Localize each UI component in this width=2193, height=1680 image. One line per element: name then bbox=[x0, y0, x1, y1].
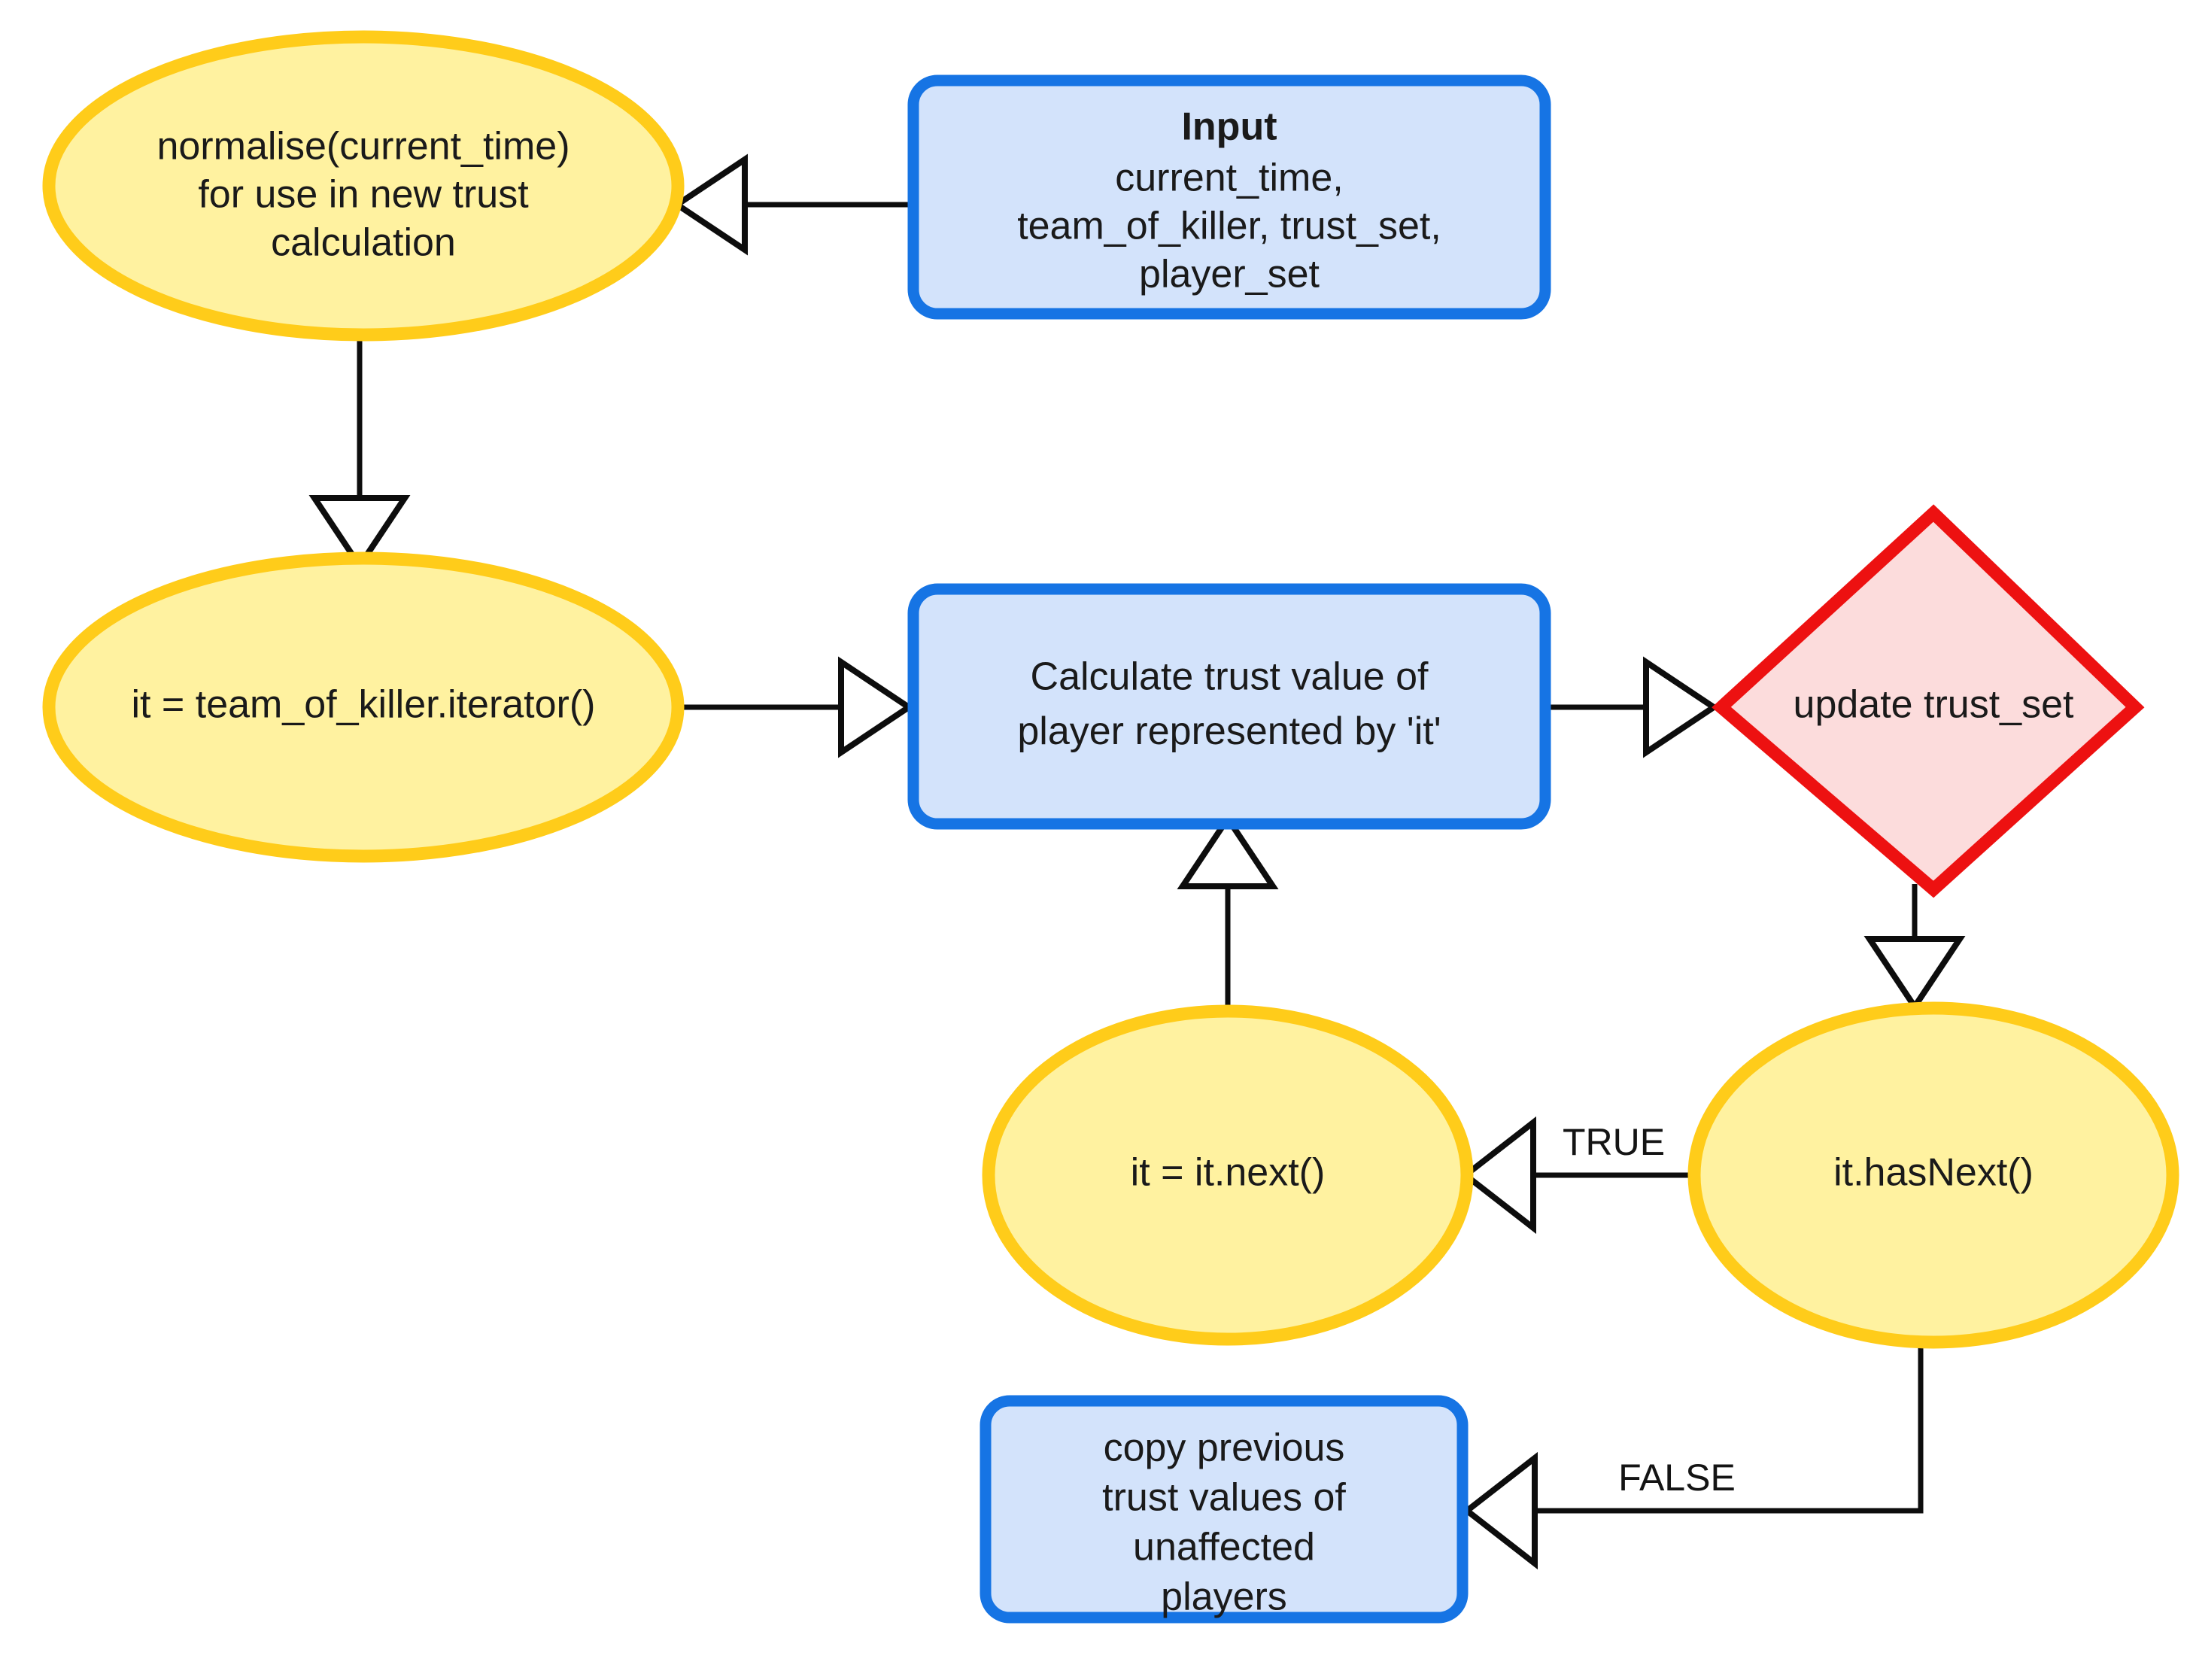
node-iterator-line-0: it = team_of_killer.iterator() bbox=[131, 683, 595, 727]
node-calculate-line-0: Calculate trust value of bbox=[1031, 655, 1429, 699]
edge-input-to-normalise bbox=[671, 153, 912, 256]
node-normalise[interactable]: normalise(current_time) for use in new t… bbox=[42, 30, 685, 342]
node-update-trust-set-line-0: update trust_set bbox=[1794, 683, 2074, 727]
node-normalise-line-2: calculation bbox=[271, 221, 456, 265]
node-calculate-emphasis: 'it' bbox=[1407, 709, 1441, 753]
node-input-line-2: player_set bbox=[1139, 253, 1320, 296]
node-it-has-next[interactable]: it.hasNext() bbox=[1687, 1001, 2179, 1349]
node-it-next[interactable]: it = it.next() bbox=[982, 1004, 1474, 1346]
node-input[interactable]: Input current_time, team_of_killer, trus… bbox=[907, 74, 1551, 320]
node-normalise-line-0: normalise(current_time) bbox=[156, 125, 570, 169]
edge-normalise-to-iterator bbox=[308, 336, 411, 572]
node-copy-previous-line-0: copy previous bbox=[1104, 1426, 1345, 1470]
node-calculate-line-1-text: player represented by bbox=[1017, 709, 1406, 753]
edge-label-false: FALSE bbox=[1618, 1457, 1736, 1499]
node-it-next-line-0: it = it.next() bbox=[1131, 1151, 1326, 1195]
edge-label-false-text: FALSE bbox=[1618, 1457, 1736, 1499]
edge-calculate-to-update bbox=[1539, 656, 1720, 758]
node-it-has-next-line-0: it.hasNext() bbox=[1833, 1151, 2034, 1195]
node-copy-previous-line-3: players bbox=[1161, 1575, 1287, 1619]
node-calculate-line-1: player represented by 'it' bbox=[1017, 709, 1441, 753]
edge-label-true-text: TRUE bbox=[1563, 1121, 1665, 1163]
node-copy-previous-line-2: unaffected bbox=[1133, 1526, 1315, 1569]
node-update-trust-set[interactable]: update trust_set bbox=[1712, 504, 2145, 898]
node-normalise-line-1: for use in new trust bbox=[198, 173, 529, 217]
node-copy-previous-line-1: trust values of bbox=[1102, 1476, 1346, 1520]
edge-iterator-to-calculate bbox=[676, 656, 915, 758]
edge-hasnext-to-itnext bbox=[1460, 1116, 1696, 1235]
edge-update-to-hasnext bbox=[1863, 884, 1966, 1013]
node-calculate[interactable]: Calculate trust value of player represen… bbox=[907, 583, 1551, 830]
node-iterator[interactable]: it = team_of_killer.iterator() bbox=[42, 551, 685, 863]
edge-hasnext-to-copy bbox=[1462, 1328, 1924, 1570]
node-input-line-0: current_time, bbox=[1115, 156, 1343, 200]
edge-itnext-to-calculate bbox=[1177, 813, 1279, 1014]
node-input-title: Input bbox=[1181, 105, 1277, 149]
edge-label-true: TRUE bbox=[1563, 1121, 1665, 1163]
node-input-line-1: team_of_killer, trust_set, bbox=[1017, 205, 1441, 248]
node-copy-previous[interactable]: copy previous trust values of unaffected… bbox=[980, 1395, 1469, 1624]
